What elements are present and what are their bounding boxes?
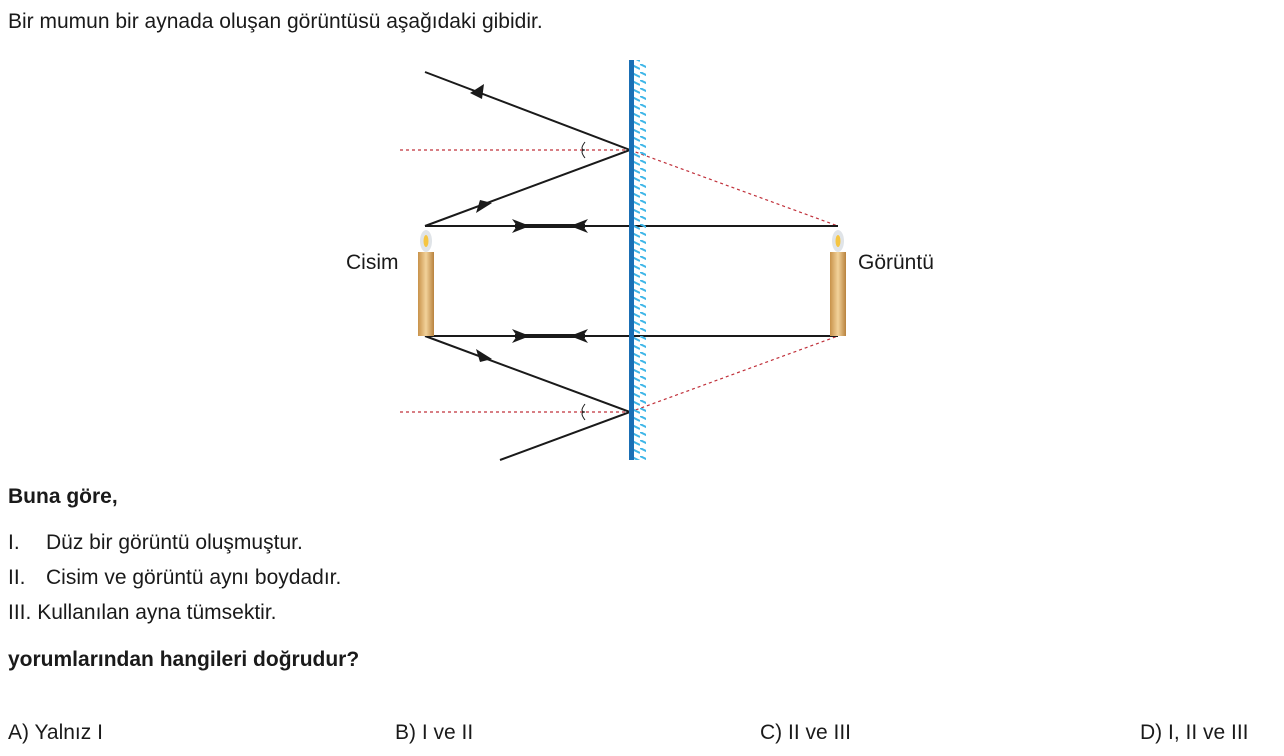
- statement-text: Kullanılan ayna tümsektir.: [37, 601, 277, 624]
- question-intro: Bir mumun bir aynada oluşan görüntüsü aş…: [8, 10, 543, 33]
- statement-number: I.: [8, 531, 20, 554]
- option-b[interactable]: B) I ve II: [395, 721, 474, 744]
- statement-1: I. Düz bir görüntü oluşmuştur.: [8, 531, 303, 555]
- lead-text: Buna göre,: [8, 485, 118, 508]
- statement-number: II.: [8, 566, 26, 589]
- option-d[interactable]: D) I, II ve III: [1140, 721, 1249, 744]
- mirror-hatch: [634, 60, 646, 460]
- normal-lines: [400, 149, 839, 413]
- statement-text: Cisim ve görüntü aynı boydadır.: [46, 566, 342, 589]
- statement-text: Düz bir görüntü oluşmuştur.: [46, 531, 303, 554]
- option-c[interactable]: C) II ve III: [760, 721, 852, 744]
- question-prompt: yorumlarından hangileri doğrudur?: [8, 648, 360, 671]
- candle-image: [830, 230, 846, 336]
- object-label: Cisim: [346, 251, 399, 274]
- statement-2: II. Cisim ve görüntü aynı boydadır.: [8, 566, 341, 590]
- plane-mirror: [629, 60, 634, 460]
- candle-object: [418, 230, 434, 336]
- arrow-heads: [470, 84, 588, 362]
- statement-number: III.: [8, 601, 32, 624]
- statement-3: III. Kullanılan ayna tümsektir.: [8, 601, 276, 625]
- image-label: Görüntü: [858, 251, 934, 274]
- mirror-diagram: [400, 60, 846, 461]
- option-a[interactable]: A) Yalnız I: [8, 721, 103, 744]
